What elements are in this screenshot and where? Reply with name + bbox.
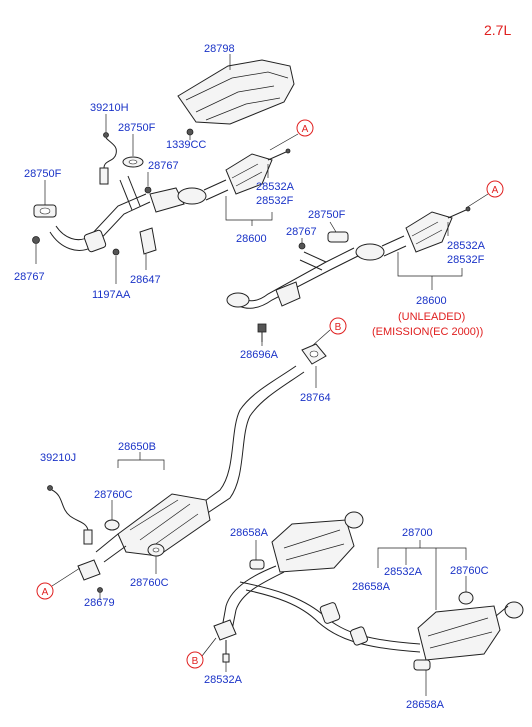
- ref-a1-text: A: [302, 124, 309, 135]
- gasket-28760C-upper: [104, 519, 120, 531]
- label-28658A-bottom: 28658A: [406, 699, 445, 711]
- nut-28767-lower: [298, 242, 306, 250]
- label-28760C-rear: 28760C: [450, 565, 489, 577]
- label-28767-left: 28767: [14, 271, 45, 283]
- label-28679: 28679: [84, 597, 115, 609]
- ref-marker-b2: B: [186, 651, 204, 669]
- label-28767-lower: 28767: [286, 226, 317, 238]
- label-28750F-left: 28750F: [24, 168, 62, 180]
- label-28760C-upper: 28760C: [94, 489, 133, 501]
- label-28798: 28798: [204, 43, 235, 55]
- label-1339CC: 1339CC: [166, 139, 206, 151]
- nut-28767-upper: [144, 186, 152, 194]
- catalytic-converter-28650B: [95, 493, 211, 563]
- center-pipe: [197, 365, 305, 515]
- nut-28767-left: [32, 236, 40, 244]
- label-28532A-bottom: 28532A: [204, 674, 243, 686]
- front-pipe-assembly-28600: [49, 153, 273, 253]
- label-39210H: 39210H: [90, 102, 129, 114]
- flange-28679: [77, 559, 103, 593]
- label-28532A-rear: 28532A: [384, 566, 423, 578]
- label-28767-upper: 28767: [148, 160, 179, 172]
- label-28696A: 28696A: [240, 349, 279, 361]
- label-emission: (EMISSION(EC 2000)): [372, 326, 483, 338]
- ref-b1-text: B: [335, 322, 342, 333]
- hanger-28658A-lower: [413, 659, 431, 671]
- label-28750F-lower: 28750F: [308, 209, 346, 221]
- ref-a2-text: A: [492, 185, 499, 196]
- gasket-28760C-lower: [147, 543, 165, 557]
- label-28760C-lower: 28760C: [130, 577, 169, 589]
- oxygen-sensor-39210J: [47, 485, 93, 545]
- bolt-1197AA: [112, 248, 120, 256]
- muffler-assembly-28700: [221, 511, 524, 661]
- sensor-28532A-upper: [267, 148, 291, 161]
- gasket-28750F-lower: [327, 231, 349, 243]
- bracket-28647: [139, 227, 157, 255]
- label-28658A-mid: 28658A: [352, 581, 391, 593]
- label-28647: 28647: [130, 274, 161, 286]
- label-28532A-lower: 28532A: [447, 240, 486, 252]
- sensor-28532A-rear: [222, 640, 230, 663]
- bolt-1339CC: [186, 128, 194, 136]
- gasket-28750F-left: [33, 204, 57, 218]
- label-1197AA: 1197AA: [92, 289, 131, 301]
- label-28650B: 28650B: [118, 441, 156, 453]
- label-39210J: 39210J: [40, 452, 76, 464]
- ref-marker-a2: A: [486, 180, 504, 198]
- ref-a3-text: A: [42, 587, 49, 598]
- gasket-28764: [301, 343, 327, 365]
- label-28600-upper: 28600: [236, 233, 267, 245]
- front-pipe-unleaded-28600: [226, 206, 471, 309]
- label-28532F-lower: 28532F: [447, 254, 485, 266]
- heat-protector-28798: [177, 59, 295, 125]
- label-unleaded: (UNLEADED): [398, 311, 465, 323]
- ref-marker-a3: A: [36, 582, 54, 600]
- label-28532A-upper: 28532A: [256, 181, 295, 193]
- hanger-28658A-upper: [249, 559, 265, 570]
- ref-marker-a1: A: [296, 119, 314, 137]
- engine-label: 2.7L: [484, 22, 511, 38]
- label-28532F-upper: 28532F: [256, 195, 294, 207]
- gasket-28760C-rear: [458, 591, 474, 605]
- flange-rear: [213, 619, 237, 641]
- label-28750F-upper: 28750F: [118, 122, 156, 134]
- leader-lines: [35, 54, 489, 696]
- hanger-28696A: [257, 323, 267, 342]
- ref-b2-text: B: [192, 656, 199, 667]
- label-28764: 28764: [300, 392, 331, 404]
- gasket-28750F-upper: [122, 156, 144, 168]
- ref-marker-b1: B: [329, 317, 347, 335]
- label-28600-lower: 28600: [416, 295, 447, 307]
- oxygen-sensor-39210H: [99, 132, 117, 185]
- label-28658A-upper: 28658A: [230, 527, 269, 539]
- label-28700: 28700: [402, 527, 433, 539]
